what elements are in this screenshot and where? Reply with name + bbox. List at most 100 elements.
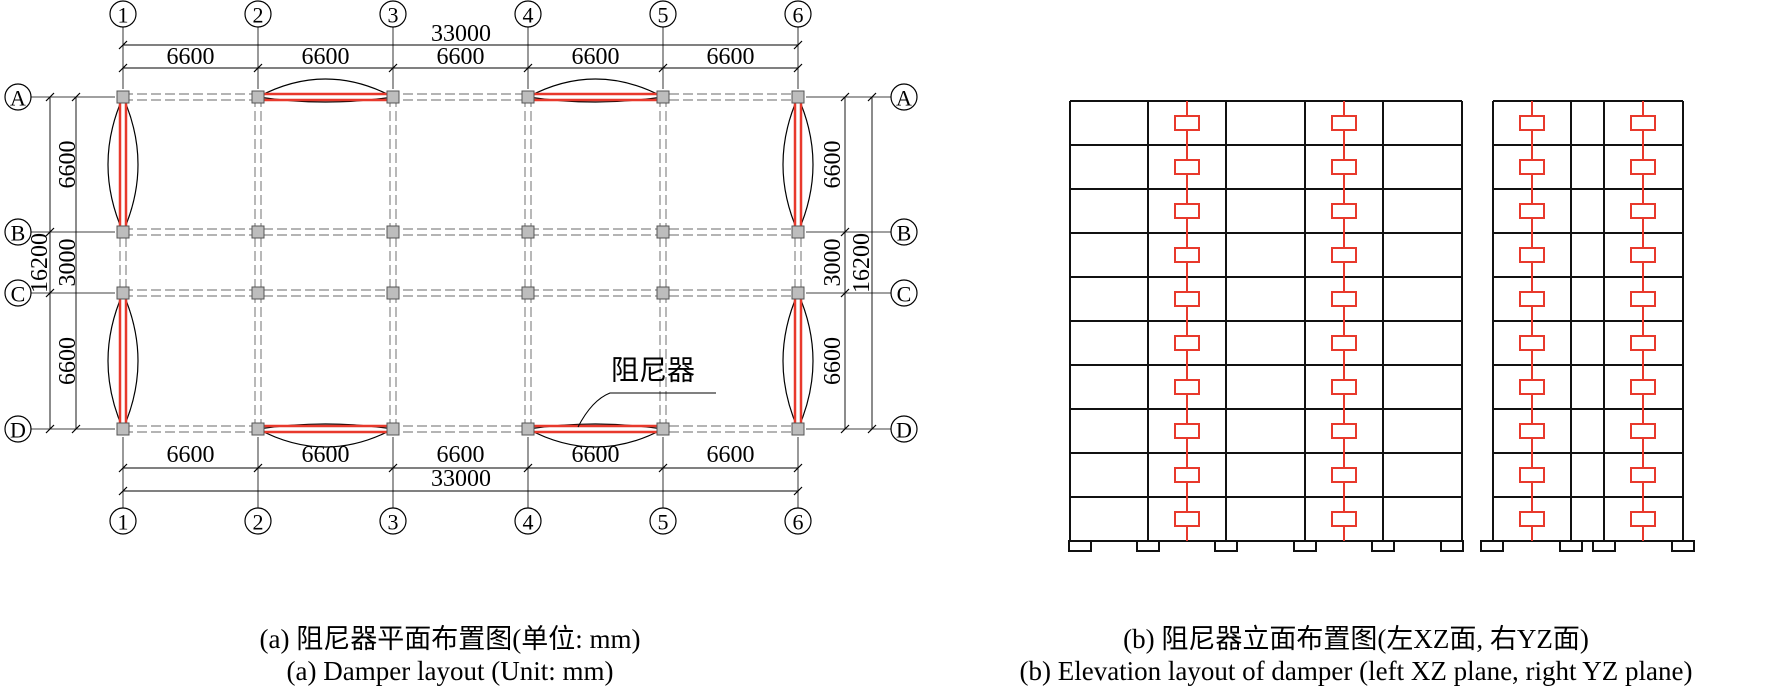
dimension-value-bottom: 6600	[437, 442, 485, 468]
column-node	[386, 225, 400, 239]
column-node	[791, 422, 805, 436]
elevation-damper-box	[1174, 335, 1200, 351]
elevation-damper-box	[1174, 511, 1200, 527]
column-axis-label: 2	[253, 510, 264, 535]
foundation-block	[1371, 540, 1395, 552]
caption-b-english: (b) Elevation layout of damper (left XZ …	[1019, 656, 1693, 686]
damper-outline	[107, 96, 139, 234]
dimension-value-bottom: 6600	[302, 442, 350, 468]
column-node	[251, 422, 265, 436]
dimension-value-left: 6600	[55, 141, 81, 189]
dimension-tick	[867, 92, 877, 102]
caption-b-chinese: (b) 阻尼器立面布置图(左XZ面, 右YZ面)	[1123, 624, 1589, 654]
dimension-tick	[118, 40, 128, 50]
column-axis-label: 6	[793, 510, 804, 535]
column-axis-label: 1	[118, 510, 129, 535]
row-axis-label: B	[897, 221, 912, 246]
foundation-block	[1671, 540, 1695, 552]
column-node	[791, 90, 805, 104]
elevation-damper-box	[1331, 115, 1357, 131]
foundation-block	[1214, 540, 1238, 552]
dimension-tick	[658, 463, 668, 473]
column-node	[656, 225, 670, 239]
elevation-damper-box	[1331, 335, 1357, 351]
dimension-value-top: 6600	[572, 44, 620, 70]
elevation-damper-box	[1331, 423, 1357, 439]
elevation-damper-box	[1331, 379, 1357, 395]
elevation-damper-box	[1519, 203, 1545, 219]
dimension-tick	[867, 424, 877, 434]
elevation-damper-box	[1519, 467, 1545, 483]
column-node	[656, 286, 670, 300]
damper-outline	[527, 78, 665, 103]
column-axis-label: 4	[523, 510, 534, 535]
elevation-damper-box	[1174, 159, 1200, 175]
damper-outline	[782, 96, 814, 234]
row-axis-label: C	[11, 282, 26, 307]
column-node	[251, 90, 265, 104]
row-axis-label: A	[10, 86, 26, 111]
elevation-damper-box	[1630, 291, 1656, 307]
dimension-value-bottom: 6600	[167, 442, 215, 468]
column-node	[791, 225, 805, 239]
dimension-tick	[840, 288, 850, 298]
elevation-damper-box	[1630, 379, 1656, 395]
elevation-damper-box	[1174, 423, 1200, 439]
column-node	[656, 90, 670, 104]
column-node	[116, 286, 130, 300]
dimension-value-bottom: 6600	[707, 442, 755, 468]
elevation-damper-box	[1331, 291, 1357, 307]
foundation-block	[1293, 540, 1317, 552]
elevation-damper-box	[1174, 291, 1200, 307]
foundation-block	[1559, 540, 1583, 552]
row-axis-label: D	[10, 418, 26, 443]
row-axis-label: B	[11, 221, 26, 246]
elevation-damper-box	[1519, 247, 1545, 263]
row-axis-label: D	[896, 418, 912, 443]
dimension-total-bottom: 33000	[431, 466, 491, 492]
elevation-damper-box	[1331, 159, 1357, 175]
dimension-value-right: 3000	[820, 239, 846, 287]
column-node	[521, 286, 535, 300]
elevation-damper-box	[1519, 115, 1545, 131]
elevation-damper-box	[1519, 511, 1545, 527]
dimension-tick	[793, 486, 803, 496]
dimension-value-top: 6600	[707, 44, 755, 70]
dimension-tick	[388, 63, 398, 73]
elevation-damper-box	[1630, 467, 1656, 483]
column-node	[386, 422, 400, 436]
damper-outline	[782, 292, 814, 431]
elevation-damper-box	[1331, 203, 1357, 219]
elevation-damper-box	[1630, 159, 1656, 175]
column-axis-label: 3	[388, 510, 399, 535]
column-axis-label: 5	[658, 510, 669, 535]
row-axis-label: A	[896, 86, 912, 111]
column-node	[656, 422, 670, 436]
elevation-damper-box	[1630, 423, 1656, 439]
elevation-damper-box	[1519, 335, 1545, 351]
column-node	[521, 90, 535, 104]
column-node	[386, 90, 400, 104]
dimension-value-top: 6600	[302, 44, 350, 70]
elevation-damper-box	[1630, 335, 1656, 351]
dimension-tick	[840, 227, 850, 237]
column-node	[116, 90, 130, 104]
dimension-tick	[793, 40, 803, 50]
dimension-value-bottom: 6600	[572, 442, 620, 468]
foundation-block	[1136, 540, 1160, 552]
elevation-damper-box	[1331, 247, 1357, 263]
dimension-tick	[71, 424, 81, 434]
dimension-tick	[388, 463, 398, 473]
dimension-tick	[840, 92, 850, 102]
column-axis-label: 6	[793, 3, 804, 28]
elevation-damper-box	[1519, 159, 1545, 175]
dimension-tick	[45, 288, 55, 298]
column-node	[791, 286, 805, 300]
elevation-damper-box	[1174, 379, 1200, 395]
dimension-tick	[523, 63, 533, 73]
elevation-damper-box	[1331, 467, 1357, 483]
dimension-value-top: 6600	[167, 44, 215, 70]
foundation-block	[1068, 540, 1092, 552]
